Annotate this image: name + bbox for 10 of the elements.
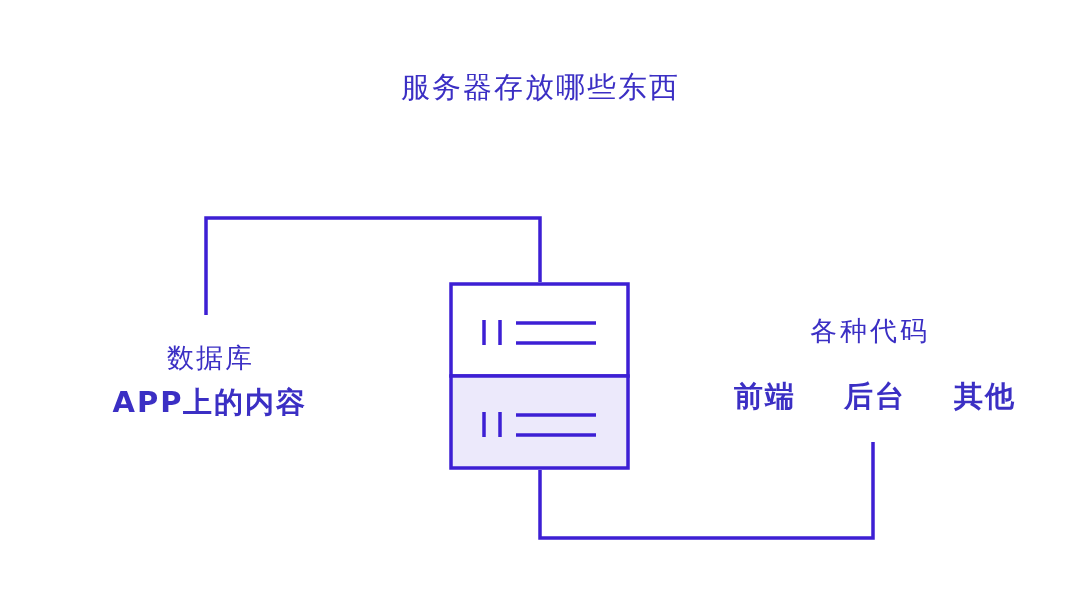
title: 服务器存放哪些东西 (399, 69, 681, 106)
label-text: 后台 (843, 378, 907, 415)
label-text: APP上的内容 (111, 384, 309, 421)
connector-line (204, 216, 542, 315)
label-heading: 数据库 (165, 341, 255, 375)
connector-line (538, 442, 875, 540)
server-drawing (449, 282, 630, 470)
label-text: 其他 (953, 378, 1017, 415)
label-heading: 各种代码 (809, 314, 931, 348)
label-text: 前端 (733, 378, 797, 415)
